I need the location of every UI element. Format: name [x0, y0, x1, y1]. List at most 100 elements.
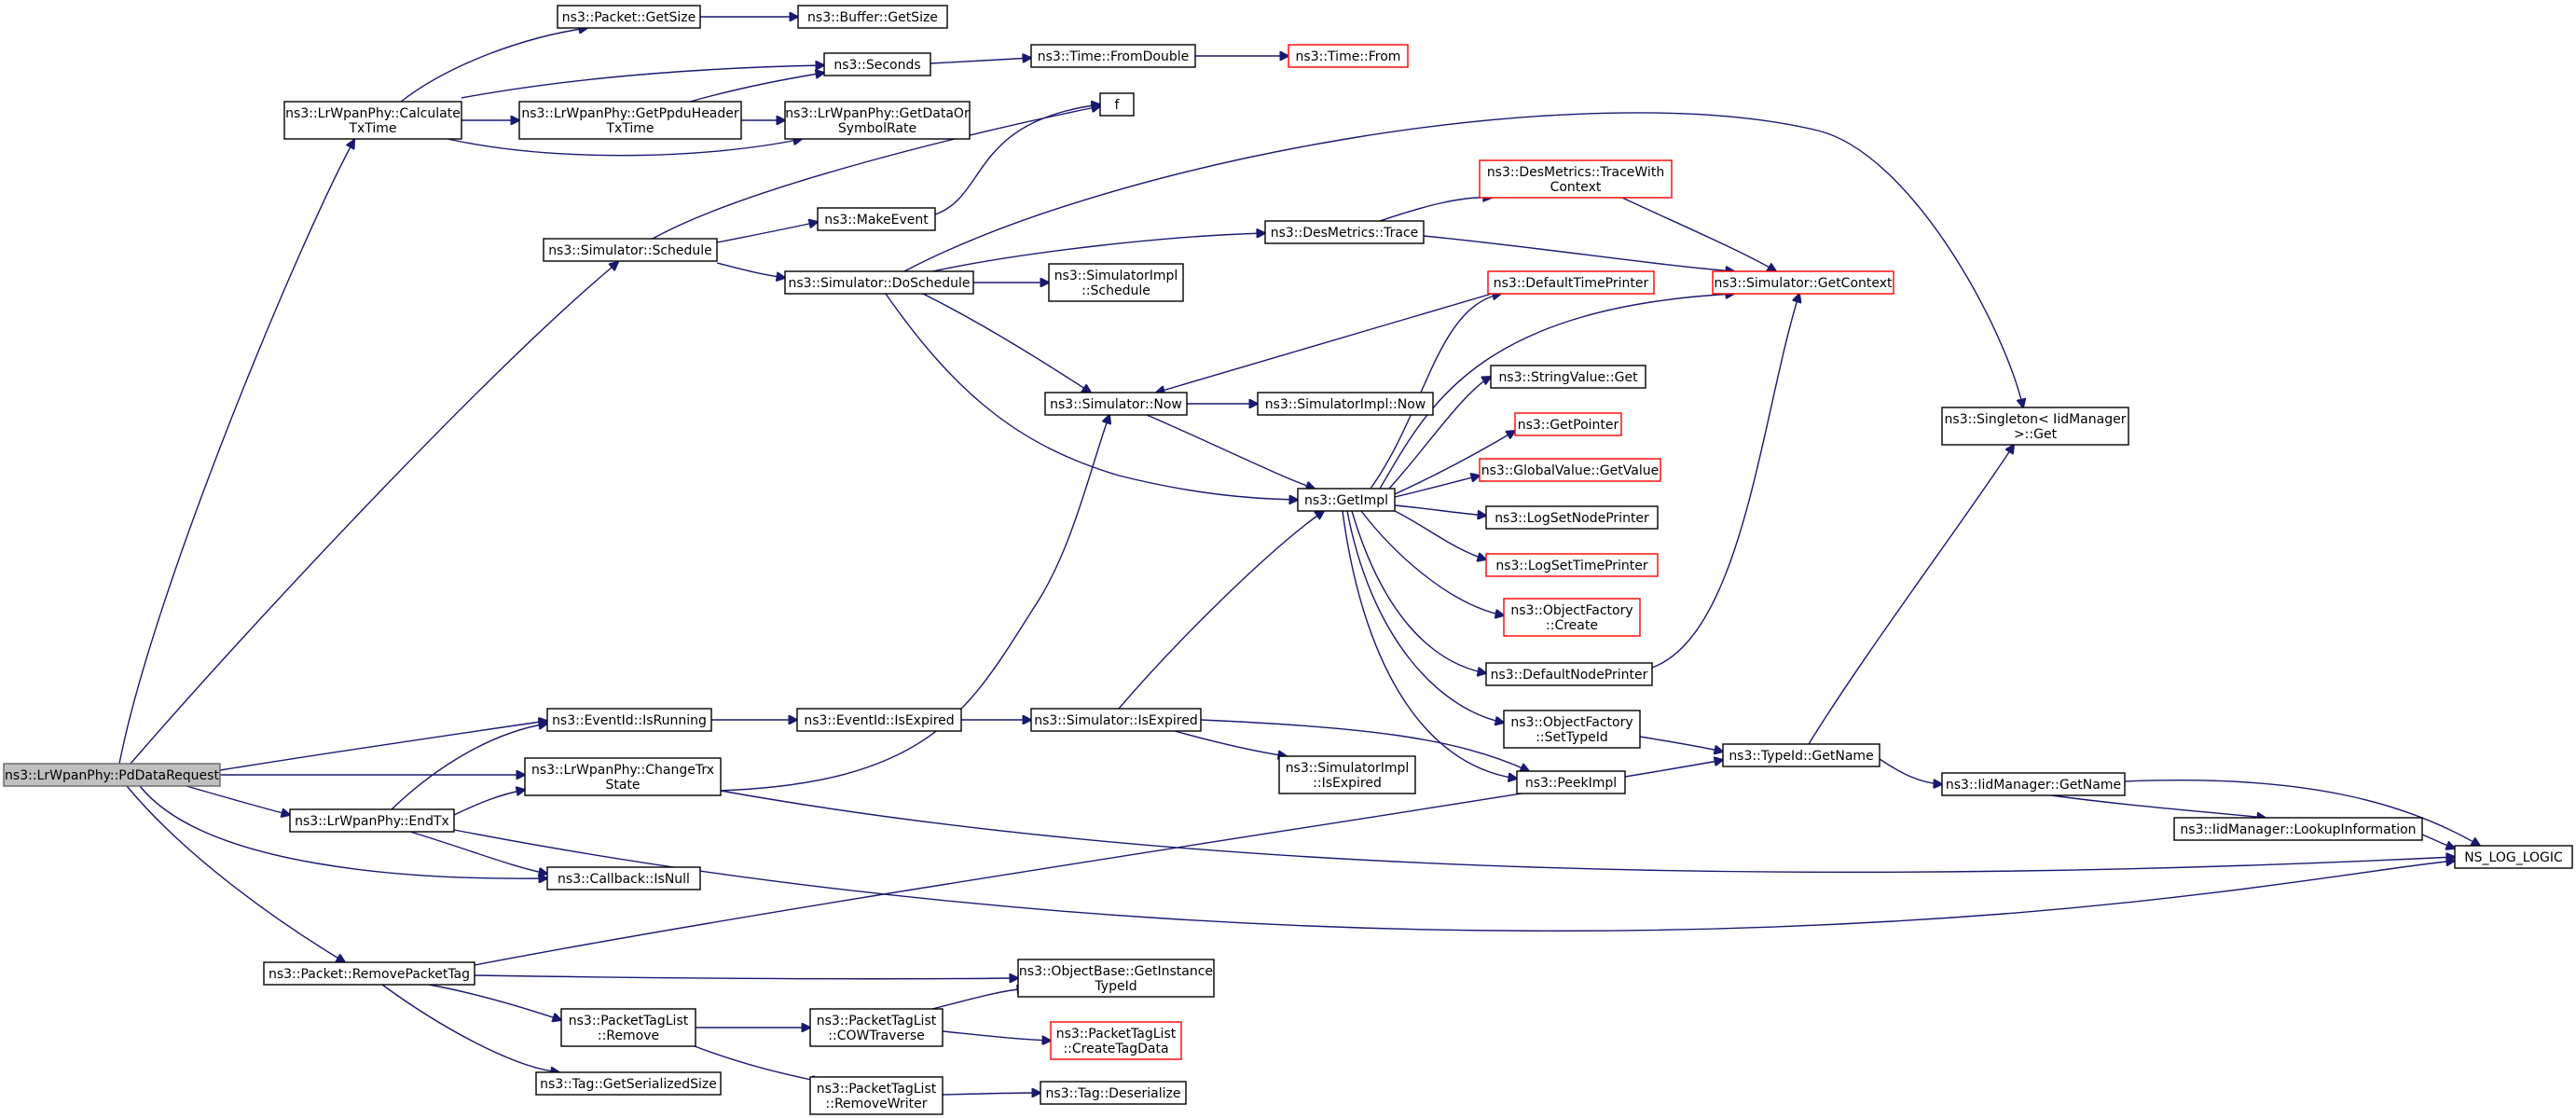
- node-globalvalue-getvalue[interactable]: ns3::GlobalValue::GetValue: [1479, 458, 1661, 482]
- node-box[interactable]: [817, 207, 936, 231]
- node-box[interactable]: [809, 1076, 944, 1115]
- node-packettaglist-removewriter[interactable]: ns3::PacketTagList::RemoveWriter: [809, 1076, 944, 1115]
- node-tag-deserialize[interactable]: ns3::Tag::Deserialize: [1040, 1081, 1187, 1105]
- node-time-fromdouble[interactable]: ns3::Time::FromDouble: [1030, 44, 1196, 68]
- node-box[interactable]: [1017, 959, 1215, 998]
- node-box[interactable]: [263, 961, 475, 986]
- node-eventid-isrunning[interactable]: ns3::EventId::IsRunning: [546, 708, 712, 732]
- node-packettaglist-createtagdata[interactable]: ns3::PacketTagList::CreateTagData: [1050, 1021, 1182, 1060]
- node-box[interactable]: [784, 101, 971, 140]
- node-log-set-node-printer[interactable]: ns3::LogSetNodePrinter: [1485, 505, 1659, 530]
- node-box[interactable]: [1297, 488, 1396, 512]
- node-box[interactable]: [1050, 1021, 1182, 1060]
- node-box[interactable]: [823, 52, 931, 76]
- node-iidmanager-lookupinformation[interactable]: ns3::IidManager::LookupInformation: [2173, 817, 2423, 841]
- node-getimpl[interactable]: ns3::GetImpl: [1297, 488, 1396, 512]
- node-box[interactable]: [283, 101, 462, 140]
- node-box[interactable]: [1485, 505, 1659, 530]
- node-box[interactable]: [518, 101, 742, 140]
- node-box[interactable]: [1044, 392, 1188, 416]
- node-box[interactable]: [1479, 159, 1673, 199]
- node-objectfactory-settypeid[interactable]: ns3::ObjectFactory::SetTypeId: [1503, 710, 1641, 749]
- node-box[interactable]: [546, 708, 712, 732]
- node-box[interactable]: [1503, 598, 1641, 637]
- node-box[interactable]: [1487, 270, 1655, 295]
- node-simulator-doschedule[interactable]: ns3::Simulator::DoSchedule: [784, 270, 974, 295]
- node-box[interactable]: [1485, 662, 1653, 686]
- node-box[interactable]: [543, 238, 718, 262]
- node-log-set-time-printer[interactable]: ns3::LogSetTimePrinter: [1485, 553, 1659, 577]
- node-tag-getserializedsize[interactable]: ns3::Tag::GetSerializedSize: [535, 1071, 722, 1096]
- node-objectfactory-create[interactable]: ns3::ObjectFactory::Create: [1503, 598, 1641, 637]
- node-box[interactable]: [1712, 270, 1894, 295]
- node-eventid-isexpired[interactable]: ns3::EventId::IsExpired: [796, 708, 962, 732]
- node-box[interactable]: [289, 808, 455, 833]
- node-f[interactable]: f: [1099, 92, 1135, 117]
- node-box[interactable]: [1516, 770, 1626, 794]
- node-get-pointer[interactable]: ns3::GetPointer: [1514, 412, 1622, 436]
- node-box[interactable]: [1485, 553, 1659, 577]
- node-box[interactable]: [1030, 44, 1196, 68]
- node-callback-isnull[interactable]: ns3::Callback::IsNull: [546, 866, 701, 890]
- node-box[interactable]: [560, 1008, 696, 1047]
- node-pd-data-request[interactable]: ns3::LrWpanPhy::PdDataRequest: [3, 763, 221, 787]
- node-simulatorimpl-now[interactable]: ns3::SimulatorImpl::Now: [1257, 392, 1434, 416]
- node-box[interactable]: [1030, 708, 1202, 732]
- node-endtx[interactable]: ns3::LrWpanPhy::EndTx: [289, 808, 455, 833]
- node-box[interactable]: [2173, 817, 2423, 841]
- node-default-node-printer[interactable]: ns3::DefaultNodePrinter: [1485, 662, 1653, 686]
- node-simulator-schedule[interactable]: ns3::Simulator::Schedule: [543, 238, 718, 262]
- node-box[interactable]: [3, 763, 221, 787]
- node-typeid-getname[interactable]: ns3::TypeId::GetName: [1722, 743, 1880, 767]
- node-simulator-isexpired[interactable]: ns3::Simulator::IsExpired: [1030, 708, 1202, 732]
- node-iidmanager-getname[interactable]: ns3::IidManager::GetName: [1941, 772, 2126, 796]
- node-box[interactable]: [1941, 772, 2126, 796]
- node-box[interactable]: [1722, 743, 1880, 767]
- node-stringvalue-get[interactable]: ns3::StringValue::Get: [1490, 365, 1646, 389]
- node-box[interactable]: [1941, 407, 2129, 446]
- node-box[interactable]: [1099, 92, 1135, 117]
- node-box[interactable]: [1288, 44, 1409, 68]
- node-box[interactable]: [1514, 412, 1622, 436]
- node-make-event[interactable]: ns3::MakeEvent: [817, 207, 936, 231]
- node-box[interactable]: [535, 1071, 722, 1096]
- node-box[interactable]: [1264, 220, 1425, 244]
- node-simulator-now[interactable]: ns3::Simulator::Now: [1044, 392, 1188, 416]
- node-default-time-printer[interactable]: ns3::DefaultTimePrinter: [1487, 270, 1655, 295]
- node-singleton-get[interactable]: ns3::Singleton< IidManager>::Get: [1941, 407, 2129, 446]
- node-box[interactable]: [809, 1008, 944, 1047]
- node-box[interactable]: [784, 270, 974, 295]
- node-simulatorimpl-isexpired[interactable]: ns3::SimulatorImpl::IsExpired: [1278, 755, 1416, 794]
- node-box[interactable]: [557, 5, 701, 29]
- node-box[interactable]: [1048, 263, 1184, 302]
- node-time-from[interactable]: ns3::Time::From: [1288, 44, 1409, 68]
- node-remove-packet-tag[interactable]: ns3::Packet::RemovePacketTag: [263, 961, 475, 986]
- node-packettaglist-remove[interactable]: ns3::PacketTagList::Remove: [560, 1008, 696, 1047]
- node-peekimpl[interactable]: ns3::PeekImpl: [1516, 770, 1626, 794]
- node-simulator-getcontext[interactable]: ns3::Simulator::GetContext: [1712, 270, 1894, 295]
- node-box[interactable]: [1278, 755, 1416, 794]
- node-desmetrics-trace[interactable]: ns3::DesMetrics::Trace: [1264, 220, 1425, 244]
- node-seconds[interactable]: ns3::Seconds: [823, 52, 931, 76]
- node-packet-getsize[interactable]: ns3::Packet::GetSize: [557, 5, 701, 29]
- node-box[interactable]: [1257, 392, 1434, 416]
- node-box[interactable]: [1490, 365, 1646, 389]
- node-ns-log-logic[interactable]: NS_LOG_LOGIC: [2454, 845, 2573, 869]
- node-buffer-getsize[interactable]: ns3::Buffer::GetSize: [797, 5, 948, 29]
- node-simulatorimpl-schedule[interactable]: ns3::SimulatorImpl::Schedule: [1048, 263, 1184, 302]
- node-box[interactable]: [546, 866, 701, 890]
- node-box[interactable]: [796, 708, 962, 732]
- node-box[interactable]: [2454, 845, 2573, 869]
- node-box[interactable]: [1040, 1081, 1187, 1105]
- node-box[interactable]: [1479, 458, 1661, 482]
- node-box[interactable]: [797, 5, 948, 29]
- node-box[interactable]: [1503, 710, 1641, 749]
- node-box[interactable]: [524, 757, 722, 796]
- node-packettaglist-cowtraverse[interactable]: ns3::PacketTagList::COWTraverse: [809, 1008, 944, 1047]
